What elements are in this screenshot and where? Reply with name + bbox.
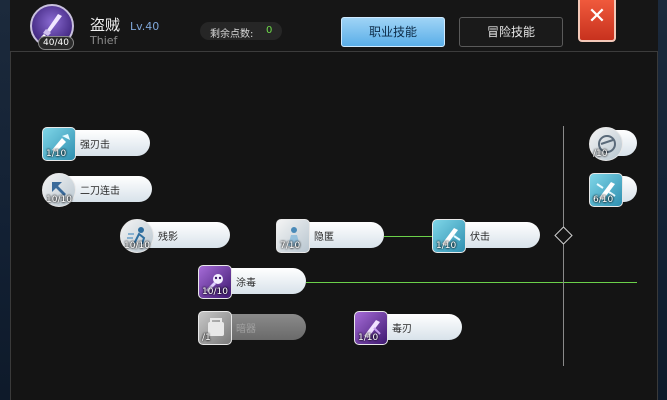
dagger-flash-icon [589, 173, 623, 207]
skill-name: 伏击 [470, 232, 490, 243]
skill-name: 隐匿 [314, 232, 334, 243]
skull-dagger-icon [198, 265, 232, 299]
hp-badge: 40/40 [38, 36, 74, 50]
class-level: Lv.40 [130, 20, 160, 33]
ambush-blade-icon [432, 219, 466, 253]
skill-name: 二刀连击 [80, 186, 120, 197]
skill-name: 残影 [158, 232, 178, 243]
dash-figure-icon [120, 219, 154, 253]
skill-name: 毒刃 [392, 324, 412, 335]
skill-stealth[interactable]: 隐匿 7/10 [276, 219, 386, 257]
tab-job-skills[interactable]: 职业技能 [341, 17, 445, 47]
skill-level: /1 [202, 333, 211, 343]
connector-poison-coat [306, 282, 637, 283]
skill-level: 1/10 [358, 333, 379, 343]
skill-level: 1/10 [46, 149, 67, 159]
close-button[interactable]: ✕ [578, 0, 616, 42]
skill-name: 暗器 [236, 324, 256, 335]
skill-level: /10 [593, 149, 608, 159]
cloud-locked-icon [198, 311, 232, 345]
skill-strong-blade[interactable]: 强刃击 1/10 [42, 127, 152, 165]
skill-ambush[interactable]: 伏击 1/10 [432, 219, 542, 257]
class-name: 盗贼 [90, 16, 121, 34]
connector-stealth-ambush [384, 236, 434, 237]
skill-level: 6/10 [593, 195, 614, 205]
double-arrow-icon [42, 173, 76, 207]
skill-name: 强刃击 [80, 140, 110, 151]
class-name-en: Thief [90, 34, 118, 47]
skill-poison-coat[interactable]: 涂毒 10/10 [198, 265, 308, 303]
wind-gear-icon [589, 127, 623, 161]
skill-level: 7/10 [280, 241, 301, 251]
close-icon: ✕ [587, 4, 607, 29]
poison-blade-icon [354, 311, 388, 345]
skill-name: 涂毒 [236, 278, 256, 289]
fist-strike-icon [42, 127, 76, 161]
skill-right-mid[interactable]: 6/10 [589, 173, 639, 211]
skill-level: 10/10 [202, 287, 228, 297]
skill-afterimage[interactable]: 残影 10/10 [120, 219, 232, 257]
tier-divider [563, 126, 564, 366]
tab-adventure-skills[interactable]: 冒险技能 [459, 17, 563, 47]
points-label: 剩余点数: [210, 29, 254, 40]
skill-level: 10/10 [124, 241, 150, 251]
skill-right-top[interactable]: /10 [589, 127, 639, 165]
skill-locked[interactable]: 暗器 /1 [198, 311, 308, 349]
skill-poison-blade[interactable]: 毒刃 1/10 [354, 311, 464, 349]
remaining-points: 剩余点数: 0 [200, 22, 282, 40]
hide-figure-icon [276, 219, 310, 253]
skill-level: 1/10 [436, 241, 457, 251]
skill-double-strike[interactable]: 二刀连击 10/10 [42, 173, 154, 211]
skill-level: 10/10 [46, 195, 72, 205]
points-value: 0 [266, 25, 273, 36]
